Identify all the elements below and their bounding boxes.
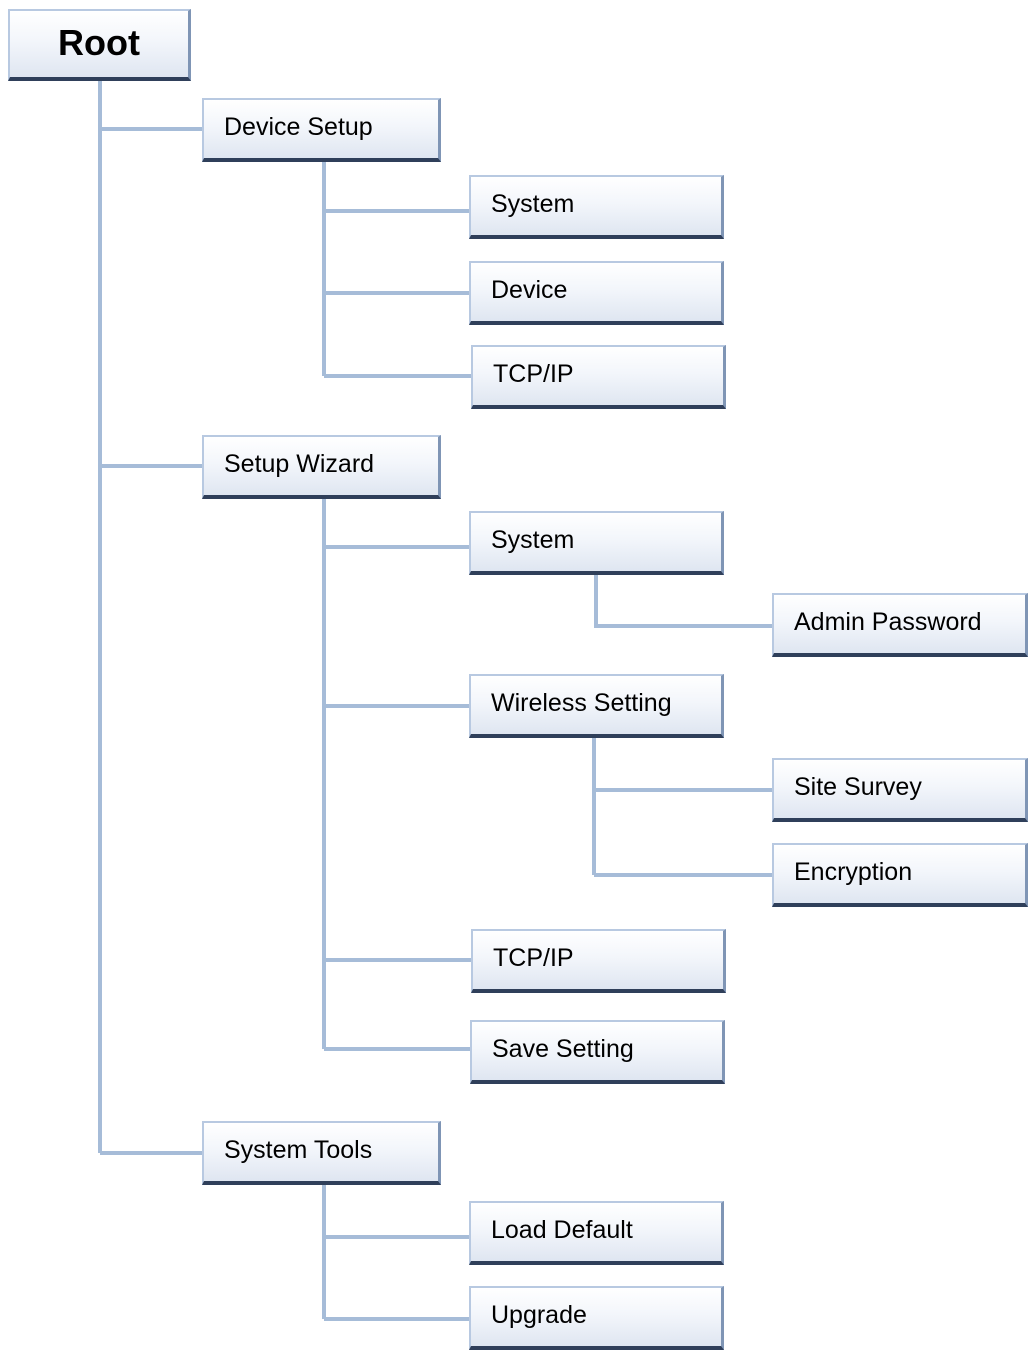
node-setup-wizard-system[interactable]: System (469, 511, 724, 575)
node-admin-password[interactable]: Admin Password (772, 593, 1028, 657)
connector-system-admin-password (594, 574, 773, 628)
node-device-setup-device[interactable]: Device (469, 261, 724, 325)
node-device-setup[interactable]: Device Setup (202, 98, 441, 162)
node-encryption[interactable]: Encryption (772, 843, 1028, 907)
node-site-survey[interactable]: Site Survey (772, 758, 1028, 822)
node-device-setup-tcpip[interactable]: TCP/IP (471, 345, 726, 409)
node-setup-wizard[interactable]: Setup Wizard (202, 435, 441, 499)
node-device-setup-system[interactable]: System (469, 175, 724, 239)
node-system-tools[interactable]: System Tools (202, 1121, 441, 1185)
node-save-setting[interactable]: Save Setting (470, 1020, 725, 1084)
node-wireless-setting[interactable]: Wireless Setting (469, 674, 724, 738)
node-setup-wizard-tcpip[interactable]: TCP/IP (471, 929, 726, 993)
root-node[interactable]: Root (8, 9, 191, 81)
node-upgrade[interactable]: Upgrade (469, 1286, 724, 1350)
node-load-default[interactable]: Load Default (469, 1201, 724, 1265)
